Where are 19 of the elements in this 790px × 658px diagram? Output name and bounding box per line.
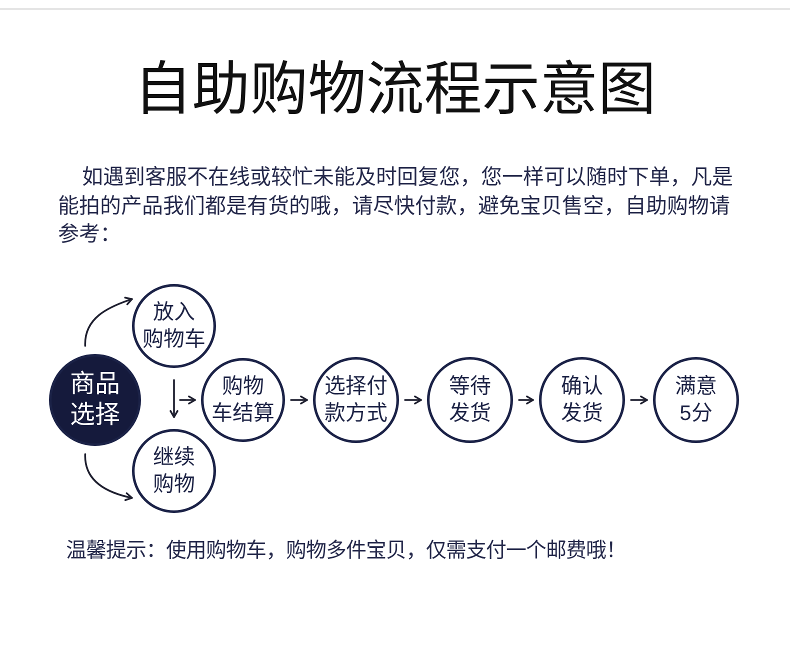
arrow <box>630 396 648 404</box>
arrow <box>84 453 133 501</box>
arrow <box>518 396 534 404</box>
start-circle: 商品选择 <box>49 354 141 446</box>
step-circle: 等待发货 <box>427 357 513 443</box>
step-circle: 继续购物 <box>132 429 216 513</box>
step-circle: 选择付款方式 <box>313 357 399 443</box>
step-circle: 购物车结算 <box>201 358 285 442</box>
step-circle: 放入购物车 <box>132 284 216 368</box>
intro-paragraph: 如遇到客服不在线或较忙未能及时回复您，您一样可以随时下单，凡是能拍的产品我们都是有货的哦，请尽快付款，避免宝贝售空，自助购物请参考： <box>58 165 734 248</box>
arrow <box>290 396 308 404</box>
title: 自助购物流程示意图 <box>133 58 657 122</box>
step-circle: 确认发货 <box>539 357 625 443</box>
step-circle: 满意5分 <box>653 357 739 443</box>
arrow <box>404 396 422 404</box>
arrow <box>170 379 178 418</box>
tip-text: 温馨提示：使用购物车，购物多件宝贝，仅需支付一个邮费哦！ <box>66 538 627 564</box>
arrow <box>84 296 133 347</box>
arrow <box>179 396 196 404</box>
